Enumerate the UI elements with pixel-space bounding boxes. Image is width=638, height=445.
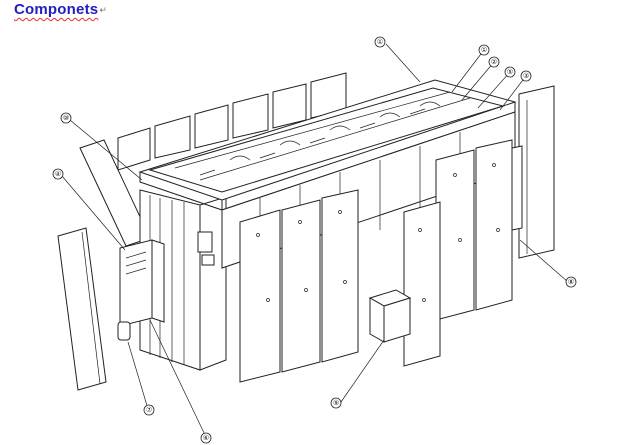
callout-9: ⑨ (330, 397, 342, 409)
extinguisher-cylinder (117, 321, 131, 341)
callout-2: ① (478, 44, 490, 56)
svg-text:⑥: ⑥ (203, 434, 209, 442)
electrical-box (119, 239, 165, 327)
svg-text:⑨: ⑨ (333, 399, 339, 407)
callout-8: ⑧ (565, 276, 577, 288)
right-end-door-panel (511, 85, 555, 259)
svg-text:④: ④ (55, 170, 61, 178)
document-title: Componets (14, 1, 99, 18)
svg-text:②: ② (491, 58, 497, 66)
rear-top-panels (117, 72, 347, 171)
callout-6: ⑩ (60, 112, 72, 124)
svg-text:①: ① (481, 46, 487, 54)
svg-text:⑤: ⑤ (507, 68, 513, 76)
floor-box-unit (368, 289, 412, 343)
callout-1: ① (374, 36, 386, 48)
callout-5: ③ (520, 70, 532, 82)
callout-7: ④ (52, 168, 64, 180)
loose-door-panel (403, 201, 441, 367)
svg-text:①: ① (377, 38, 383, 46)
svg-text:⑧: ⑧ (568, 278, 574, 286)
callout-10: ⑦ (143, 404, 155, 416)
left-front-door-panel (57, 227, 107, 391)
svg-text:⑩: ⑩ (63, 114, 69, 122)
callout-leaders (61, 43, 569, 438)
paragraph-mark-icon: ↵ (99, 6, 107, 16)
document-heading: Componets ↵ (14, 1, 107, 18)
right-door-panels (435, 139, 513, 321)
front-door-panels (239, 189, 359, 383)
callout-3: ② (488, 56, 500, 68)
callout-11: ⑥ (200, 432, 212, 444)
svg-text:⑦: ⑦ (146, 406, 152, 414)
left-end-section (139, 189, 227, 371)
callout-4: ⑤ (504, 66, 516, 78)
svg-text:③: ③ (523, 72, 529, 80)
